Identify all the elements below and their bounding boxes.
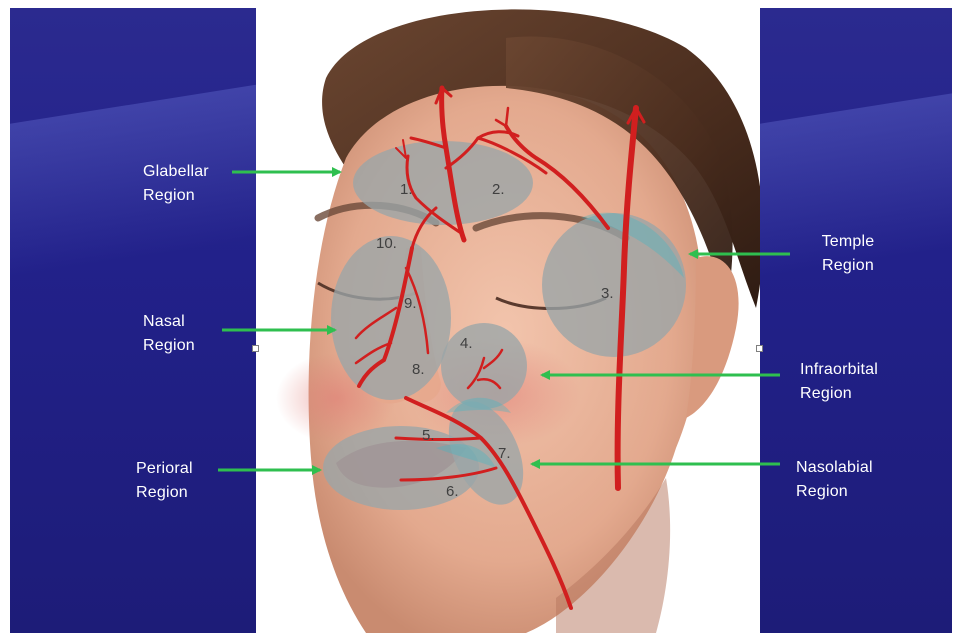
- nasolabial-region-label: NasolabialRegion: [796, 456, 873, 504]
- temple-region-label: TempleRegion: [808, 230, 888, 278]
- perioral-region-label: PerioralRegion: [136, 457, 193, 505]
- infraorbital-region-label: InfraorbitalRegion: [800, 358, 878, 406]
- glabellar-region-label: GlabellarRegion: [143, 160, 209, 208]
- nasal-region-label: NasalRegion: [143, 310, 195, 358]
